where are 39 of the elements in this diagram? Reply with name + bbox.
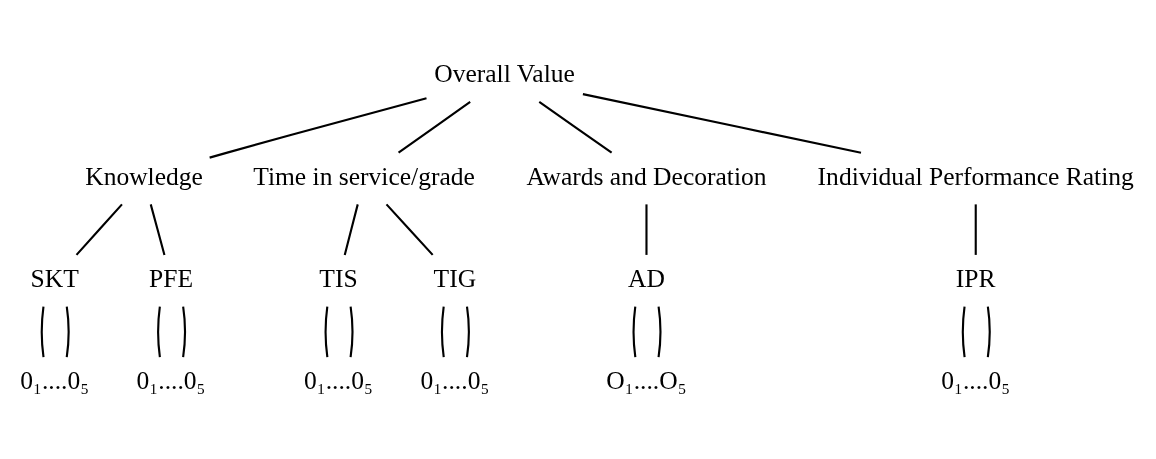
node-text: 0₁....0₅ [304,366,373,396]
connector [441,306,445,358]
node-text: Knowledge [85,161,203,191]
node-text: 0₁....0₅ [941,366,1011,396]
node-text: Awards and Decoration [526,161,767,191]
connector [397,101,471,154]
node-text: 0₁....0₅ [136,366,206,396]
connector [582,93,862,154]
node-text: Individual Performance Rating [817,161,1134,191]
node-text: Time in service/grade [253,161,475,191]
connector [657,306,662,358]
connector [75,203,123,256]
node-text: Overall Value [434,59,575,89]
connector [343,204,359,256]
connector [465,306,470,358]
node-text: TIG [433,263,477,293]
node-text: SKT [30,263,79,293]
connector [645,204,648,255]
connector [182,306,186,358]
connector [986,306,991,358]
connector [538,101,613,154]
connector [157,306,161,358]
node-text: 0₁....0₅ [20,366,90,396]
connector [40,306,45,358]
connector [349,306,354,358]
connector [632,306,637,358]
connector [385,203,434,256]
node-text: IPR [955,263,996,293]
connector [961,306,966,358]
node-text: AD [628,263,665,293]
node-text: 0₁....0₅ [420,366,490,396]
connector [974,204,977,255]
node-text: PFE [149,263,194,293]
node-text: O₁....O₅ [606,366,687,396]
connector [149,204,166,256]
connector [65,306,70,358]
node-text: TIS [319,263,358,293]
connector [209,97,427,159]
connector [324,306,329,358]
